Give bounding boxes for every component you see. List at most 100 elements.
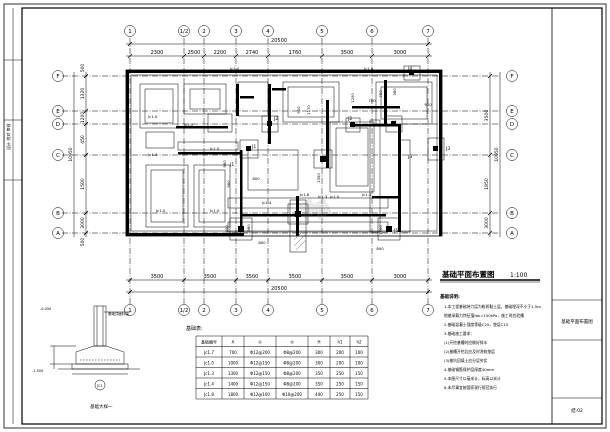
dimension-tick (233, 277, 239, 283)
dimension-tick (233, 53, 239, 59)
axis-bubble-column (198, 304, 210, 316)
table-cell: 1300 (228, 371, 239, 376)
footing-type-tag: Jc1.4 (261, 200, 272, 205)
table-cell: 1400 (228, 382, 239, 387)
axis-label-column: 4 (266, 29, 270, 35)
axis-bubble-column (366, 304, 378, 316)
table-cell: 200 (336, 361, 344, 366)
footing-type-tag: Jc1.0 (209, 208, 220, 213)
table-header: h2 (356, 340, 362, 345)
axis-label-row: F (56, 74, 59, 80)
drawing-title-group: 基础平面布置图 1:100 (440, 269, 540, 283)
table-cell: Jc1.3 (203, 371, 214, 376)
axis-label-column: 1 (128, 29, 132, 35)
axis-bubble-column (316, 304, 328, 316)
axis-label-column: 7 (426, 308, 430, 314)
axis-bubble-column (230, 25, 242, 37)
axis-bubble-column (178, 304, 190, 316)
footing-id: J3 (445, 146, 450, 152)
dimension-tick (265, 53, 271, 59)
axis-bubble-row (506, 149, 518, 161)
footing-id: J3 (407, 154, 412, 160)
table-cell: Jc1.4 (203, 382, 214, 387)
outer-frame (3, 3, 607, 429)
axis-bubble-row (506, 207, 518, 219)
table-cell: 400 (315, 392, 323, 397)
local-dimension: 800 (376, 246, 384, 251)
axis-bubble-column (230, 304, 242, 316)
table-cell: 250 (336, 371, 344, 376)
table-cell: 150 (355, 382, 363, 387)
axis-bubble-row (506, 70, 518, 82)
table-cell: 300 (315, 361, 323, 366)
table-cell: 200 (336, 350, 344, 355)
axis-bubble-column (422, 304, 434, 316)
axis-bubble-row (506, 105, 518, 117)
notes-block: 基础说明: 1.本工程基础持力层为粉质黏土层，基础埋深不小于1.5m地基承载力特… (440, 293, 541, 390)
footing-id: J5 (393, 228, 398, 234)
dimension-text: 3500 (484, 110, 490, 122)
note-line: 1.本工程基础持力层为粉质黏土层，基础埋深不小于1.5m (444, 304, 541, 309)
dimension-text: 3000 (484, 217, 490, 229)
axis-bubble-column (124, 304, 136, 316)
dimension-text: 3500 (341, 50, 354, 56)
table-header: 基础编号 (201, 339, 217, 345)
section-label: JC1 (96, 384, 103, 388)
axis-bubble-column (262, 25, 274, 37)
dimension-text: 1850 (484, 178, 490, 190)
dimension-text: 500 (80, 64, 86, 73)
dimension-tick (83, 121, 89, 127)
dimension-text: 3500 (341, 274, 354, 280)
dimension-text: 450 (80, 135, 86, 144)
table-cell: 1800 (228, 392, 239, 397)
dimension-tick (83, 73, 89, 79)
footing-id: J5 (239, 228, 244, 234)
foundation-plan (125, 65, 445, 253)
axis-label-row: C (510, 153, 514, 159)
axis-label-column: 5 (320, 308, 324, 314)
axis-label-row: B (510, 211, 514, 217)
dimension-total: 10950 (68, 147, 74, 161)
table-cell: 150 (355, 371, 363, 376)
dimension-tick (425, 277, 431, 283)
notes-title: 基础说明: (440, 293, 460, 300)
axis-bubble-column (178, 25, 190, 37)
dimension-text: 2200 (214, 50, 227, 56)
table-cell: Φ8@200 (283, 371, 301, 376)
axis-label-row: A (56, 231, 60, 237)
footing-id: J1 (229, 162, 234, 168)
footing-type-tag: Jc1.8 (299, 192, 310, 197)
axis-bubble-row (52, 227, 64, 239)
table-cell: 300 (315, 350, 323, 355)
table-cell: Jc1.7 (203, 350, 214, 355)
axis-label-column: 7 (426, 29, 430, 35)
axis-label-row: B (56, 211, 60, 217)
table-header: ② (290, 340, 294, 345)
dimension-text: 3500 (151, 274, 164, 280)
axis-bubble-column (124, 25, 136, 37)
table-cell: 250 (336, 382, 344, 387)
dimension-text: 3500 (246, 274, 259, 280)
footing-type-tag: Jc1.0 (329, 194, 340, 199)
dimension-text: 1760 (289, 50, 302, 56)
drawing-number: 结-02 (571, 407, 583, 414)
table-header: h1 (337, 340, 343, 345)
table-cell: 150 (355, 392, 363, 397)
table-cell: Φ12@150 (250, 382, 270, 387)
dimension-tick (425, 41, 431, 47)
dimension-text: 3500 (289, 274, 302, 280)
section-title: 基础大样一 (90, 403, 113, 410)
footing-id: J4 (391, 120, 396, 126)
section-note: 基础顶面标高 (108, 311, 129, 316)
dimension-total: 20500 (271, 38, 287, 44)
drawing-scale: 1:100 (510, 272, 527, 279)
footing-section-detail: JC1 基础大样一 基础顶面标高 -0.050 -1.500 (32, 305, 140, 410)
footing-type-tag: Jc1.0 (155, 208, 166, 213)
footing-type-tag: Jc1.0 (229, 66, 240, 71)
axis-label-row: E (56, 109, 60, 115)
local-dimension: 1200 (350, 93, 355, 103)
dimension-text: 2500 (188, 50, 201, 56)
dimension-text: 2300 (151, 50, 164, 56)
